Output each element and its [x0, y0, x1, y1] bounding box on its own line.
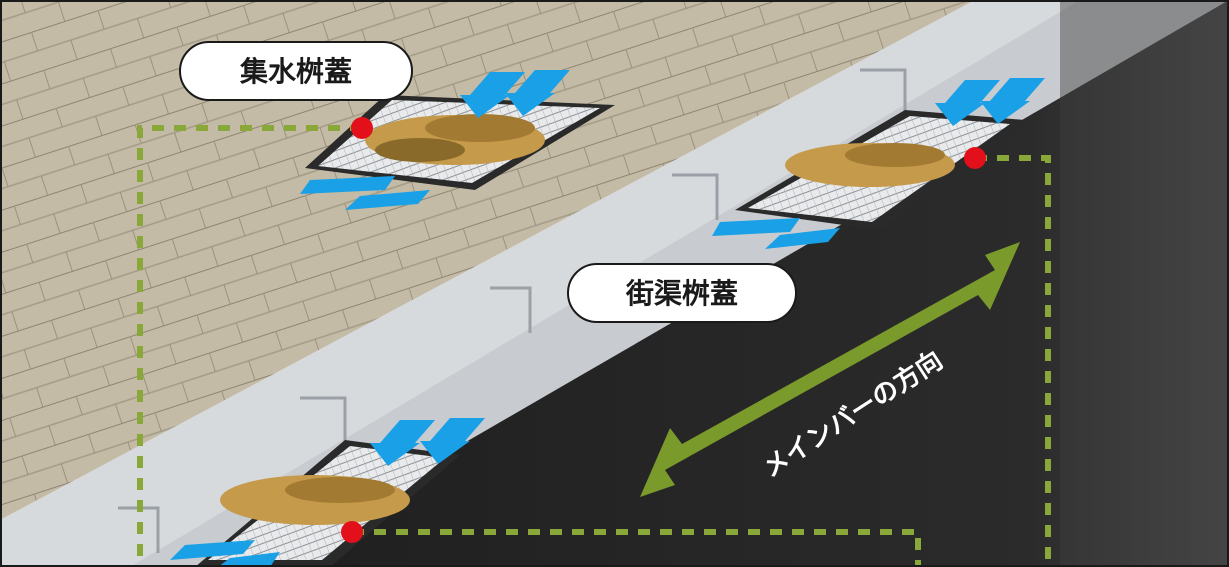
- curb-joints: [118, 68, 907, 553]
- leaf-pile: [425, 114, 535, 142]
- water-flow-arrow-icon: [300, 176, 395, 194]
- water-flow-arrow-icon: [505, 70, 570, 116]
- water-flow-arrow-icon: [935, 80, 1000, 126]
- gutter-basin-cover-label: 街渠桝蓋: [625, 277, 738, 310]
- gutter-basin-cover-upper: [735, 110, 1025, 230]
- water-flow-arrow-icon: [345, 190, 430, 210]
- flow-arrows: [170, 70, 1045, 567]
- double-headed-arrow-icon: [640, 242, 1020, 497]
- water-flow-arrow-icon: [420, 418, 485, 464]
- water-flow-arrow-icon: [170, 540, 255, 560]
- water-flow-arrow-icon: [765, 228, 840, 249]
- water-flow-arrow-icon: [712, 218, 800, 236]
- catch-basin-cover-label: 集水桝蓋: [239, 55, 352, 88]
- catch-basin-cover: [305, 95, 615, 190]
- leaf-pile: [375, 138, 465, 162]
- catch-basin-guide-line: [137, 125, 362, 567]
- catch-basin-cover-callout: 集水桝蓋: [179, 41, 413, 101]
- gutter-basin-cover-callout: 街渠桝蓋: [567, 263, 797, 323]
- water-flow-arrow-icon: [218, 552, 280, 567]
- water-flow-arrow-icon: [460, 72, 525, 118]
- upper-gutter-guide-line: [975, 155, 1051, 567]
- leaf-pile: [285, 477, 395, 503]
- water-flow-arrow-icon: [370, 420, 435, 466]
- dotted-guide-lines: [137, 125, 1051, 567]
- leaf-pile: [845, 143, 945, 167]
- road-edge-shade: [1060, 0, 1229, 567]
- red-dot-marker-icon: [351, 117, 373, 139]
- water-flow-arrow-icon: [980, 78, 1045, 124]
- gutter-basin-cover-lower: [195, 440, 460, 567]
- red-dot-marker-icon: [964, 147, 986, 169]
- red-dot-marker-icon: [341, 521, 363, 543]
